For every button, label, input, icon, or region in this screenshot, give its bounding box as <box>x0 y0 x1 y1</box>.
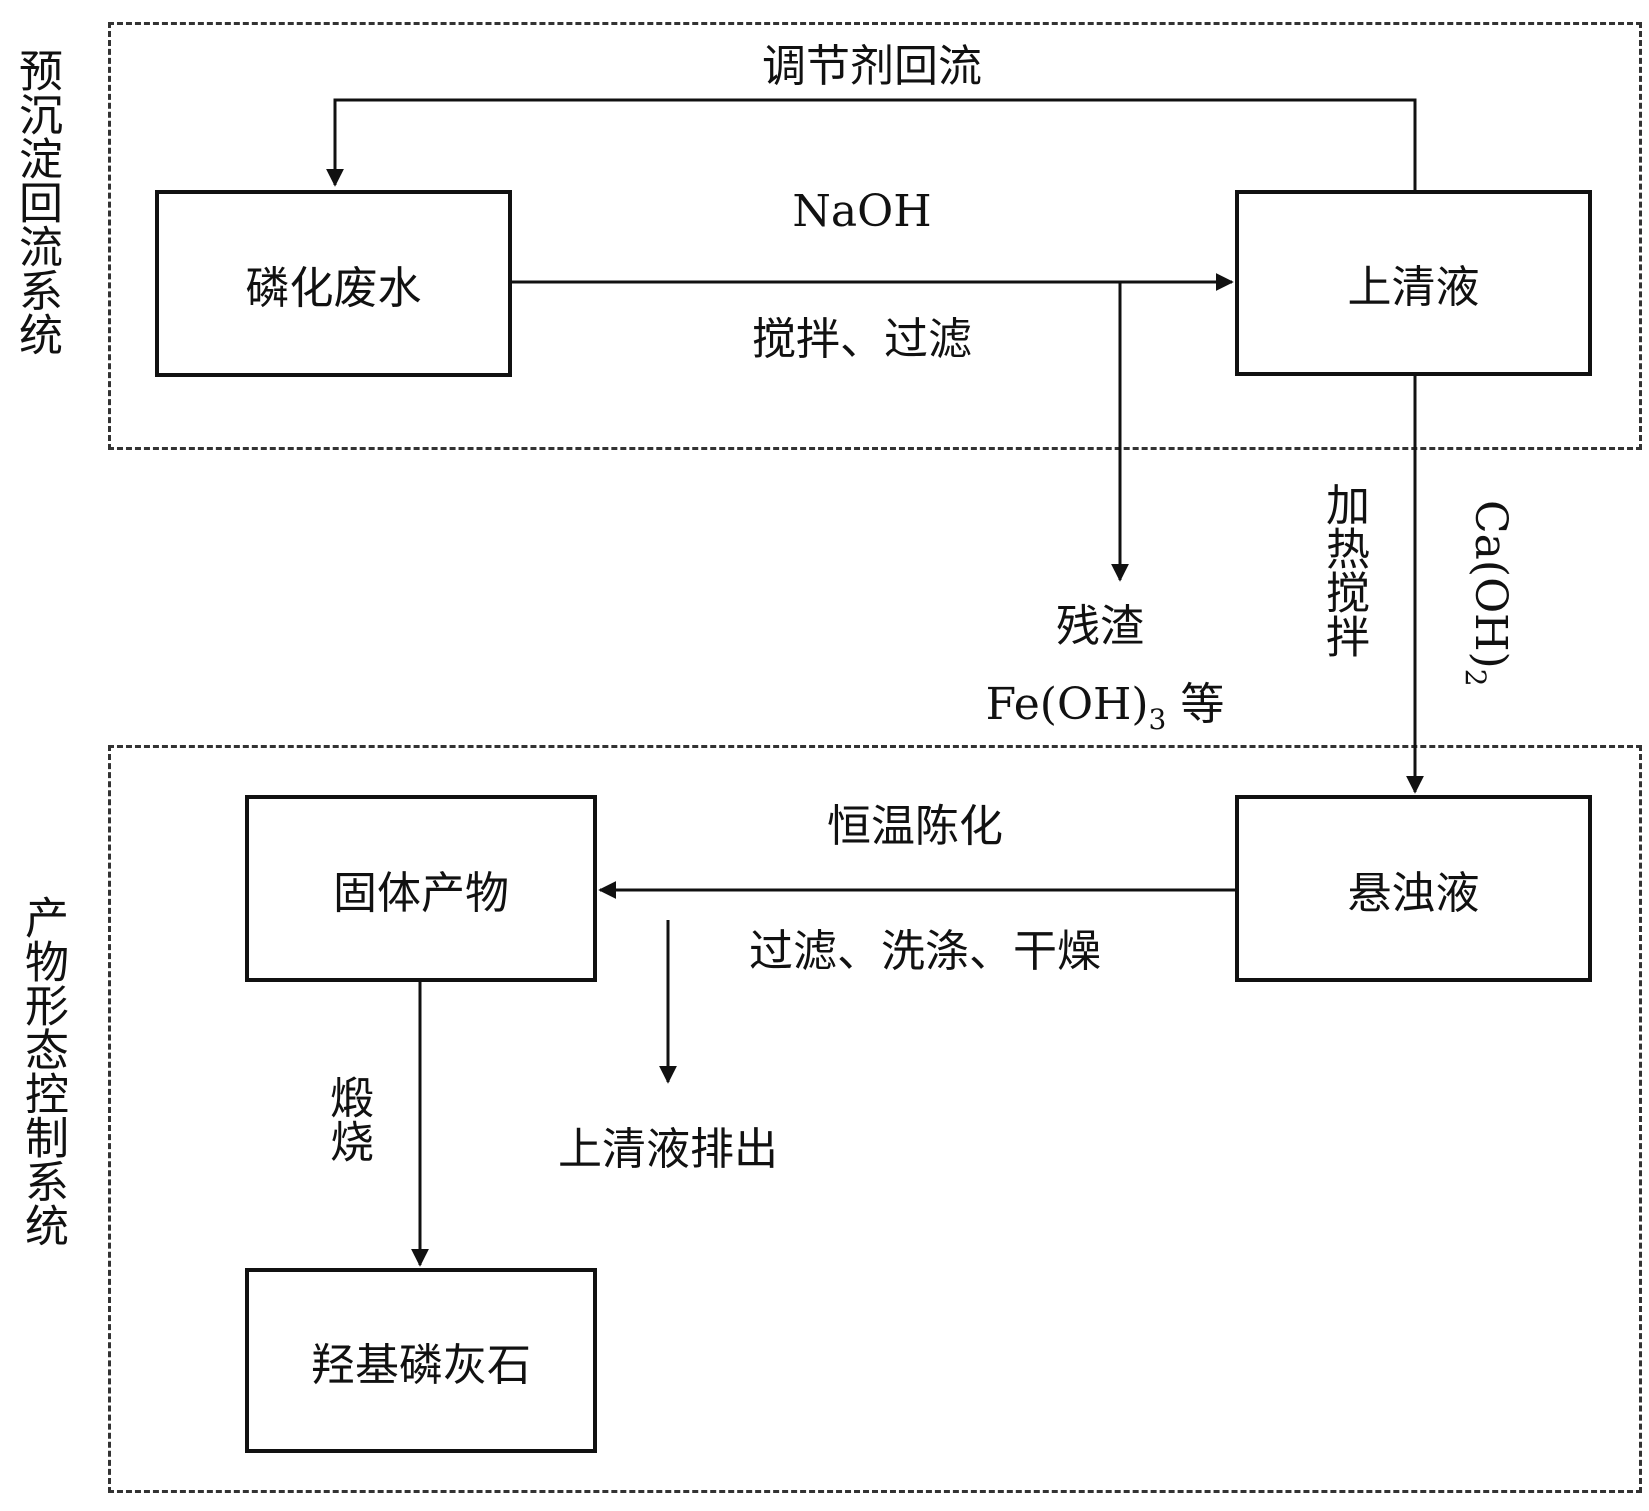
calcination-label: 煅烧 <box>322 1075 373 1163</box>
wastewater-node: 磷化废水 <box>155 190 512 377</box>
product-control-system-label: 产物形态控制系统 <box>17 895 68 1247</box>
aging-label: 恒温陈化 <box>827 801 1003 852</box>
filter-wash-dry-label: 过滤、洗涤、干燥 <box>749 926 1101 977</box>
residue-label: 残渣 <box>1056 601 1144 652</box>
reflux-label: 调节剂回流 <box>762 41 982 92</box>
solid-product-node: 固体产物 <box>245 795 597 982</box>
supernatant-node: 上清液 <box>1235 190 1592 376</box>
suspension-node: 悬浊液 <box>1235 795 1592 982</box>
caoh2-label: Ca(OH)2 <box>1459 500 1516 687</box>
residue-formula-label: Fe(OH)3 等 <box>985 679 1225 736</box>
heat-stir-label: 加热搅拌 <box>1318 482 1369 658</box>
hydroxyapatite-node: 羟基磷灰石 <box>245 1268 597 1453</box>
stir-filter-label: 搅拌、过滤 <box>752 314 972 365</box>
preprecipitation-system-label: 预沉淀回流系统 <box>11 48 62 356</box>
discharge-label: 上清液排出 <box>558 1124 778 1175</box>
product-control-system-frame <box>108 745 1642 1493</box>
reflux-arrow <box>326 98 1417 190</box>
preprecipitation-system-frame <box>108 22 1642 450</box>
naoh-label: NaOH <box>792 186 932 237</box>
